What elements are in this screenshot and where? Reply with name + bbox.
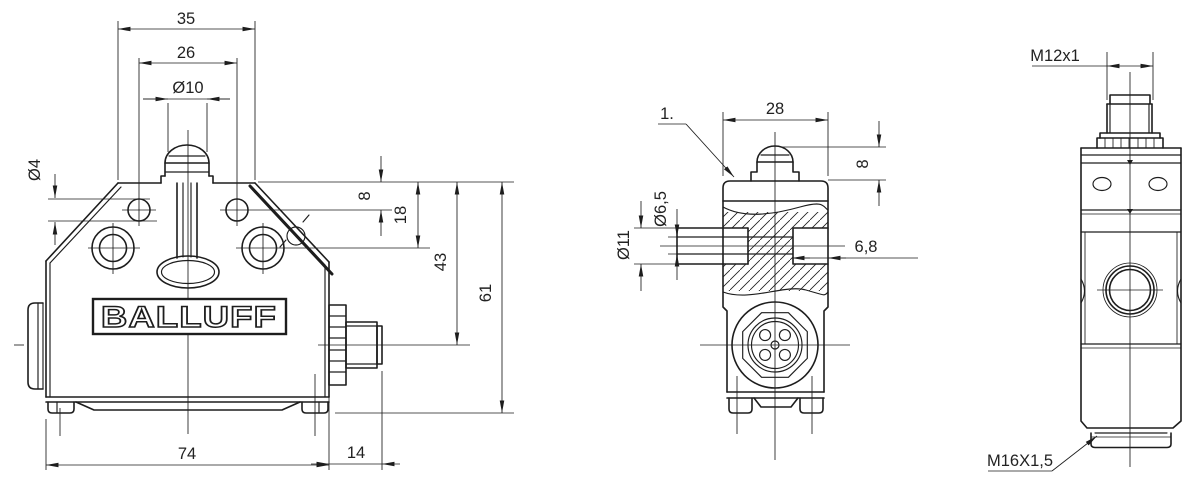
m16-gland	[1090, 432, 1172, 449]
dim-d4: Ø4	[26, 159, 44, 181]
logo-text: BALLUFF	[101, 301, 277, 334]
dim-26: 26	[177, 44, 195, 62]
front-view: BALLUFF 35 26 Ø10 Ø4 8 18 43 61	[14, 10, 514, 470]
dim-28: 28	[766, 100, 784, 118]
connector-body-outline	[1080, 147, 1182, 429]
dim-d10: Ø10	[172, 79, 203, 97]
connector-side-view: M12x1 M16X1,5	[987, 47, 1182, 472]
dim-d11: Ø11	[615, 230, 633, 260]
dim-61: 61	[477, 284, 495, 302]
dim-14: 14	[347, 444, 365, 462]
dim-74: 74	[178, 445, 196, 463]
dim-8-section: 8	[854, 159, 872, 168]
logo-box	[91, 297, 288, 336]
dim-d65: Ø6,5	[652, 191, 670, 227]
m12-connector-face	[731, 301, 819, 389]
callout-1: 1.	[660, 105, 674, 123]
label-m12x1: M12x1	[1030, 47, 1080, 65]
front-m12-connector	[328, 304, 383, 386]
front-mount-holes	[91, 198, 285, 270]
dim-68: 6,8	[855, 238, 878, 256]
dim-8: 8	[356, 191, 374, 200]
front-plunger	[156, 182, 220, 289]
dim-35: 35	[177, 10, 195, 28]
side-section-view: 28 8 Ø6,5 Ø11 6,8 1.	[615, 100, 918, 460]
section-dimensions: 28 8 Ø6,5 Ø11 6,8 1.	[615, 100, 918, 291]
section-body-outline	[722, 145, 829, 414]
connector-through-hole	[1102, 262, 1158, 318]
connector-labels: M12x1 M16X1,5	[987, 47, 1153, 472]
front-dimensions: 35 26 Ø10 Ø4 8 18 43 61 74 14	[26, 10, 505, 468]
front-lever-edge	[248, 184, 334, 276]
m12-plug	[1096, 94, 1164, 149]
dim-18: 18	[392, 206, 410, 224]
balluff-logo: BALLUFF	[91, 297, 288, 336]
label-m16x15: M16X1,5	[987, 452, 1053, 470]
section-hatch	[723, 212, 828, 291]
dim-43: 43	[432, 253, 450, 271]
front-housing-outline	[27, 144, 330, 414]
